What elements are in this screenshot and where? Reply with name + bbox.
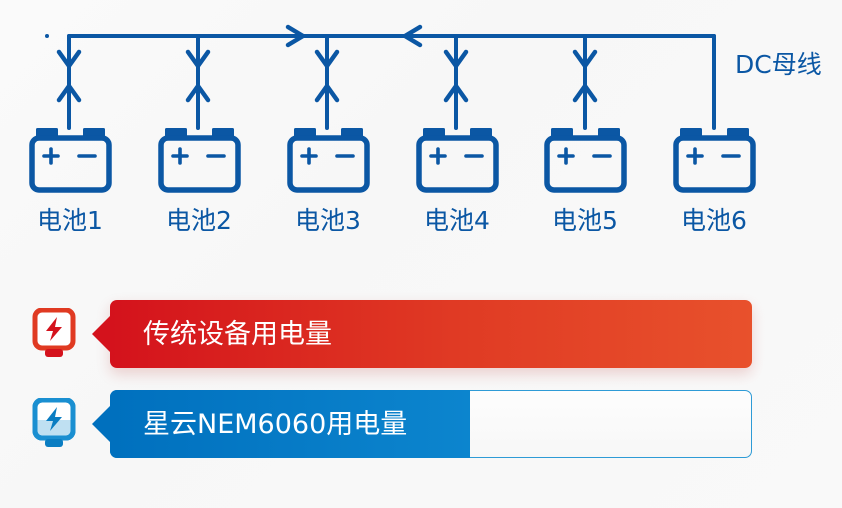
bus-arrow-left-icon: [402, 24, 423, 48]
feeder-arrow-up-3-icon: [314, 83, 340, 103]
dc-bus-label: DC母线: [735, 50, 822, 79]
feeder-arrow-up-2-icon: [185, 83, 211, 103]
battery-symbol-1: [29, 128, 112, 193]
feeder-arrow-down-2-icon: [185, 49, 211, 69]
battery-symbol-4: [416, 128, 499, 193]
battery-body-4: [416, 135, 499, 193]
bus-arrow-right-icon: [285, 24, 306, 48]
dc-bus-diagram: [29, 24, 756, 193]
feeder-arrow-down-5-icon: [572, 49, 598, 69]
bar-fill-traditional[interactable]: 传统设备用电量: [110, 300, 752, 368]
feeder-arrow-up-1-icon: [56, 83, 82, 103]
bar-row-nem6060: 星云NEM6060用电量: [0, 385, 842, 463]
feeder-arrow-down-3-icon: [314, 49, 340, 69]
battery-symbols: [29, 128, 756, 193]
bar-pointer-blue-icon: [92, 404, 112, 444]
battery-body-5: [544, 135, 627, 193]
battery-symbol-3: [287, 128, 370, 193]
battery-label-3: 电池3: [295, 206, 361, 235]
battery-body-3: [287, 135, 370, 193]
bar-label-traditional: 传统设备用电量: [143, 318, 332, 350]
battery-label-4: 电池4: [424, 206, 490, 235]
battery-symbol-6: [673, 128, 756, 193]
battery-symbol-5: [544, 128, 627, 193]
battery-label-5: 电池5: [552, 206, 618, 235]
feeder-arrow-up-5-icon: [572, 83, 598, 103]
battery-body-1: [29, 135, 112, 193]
battery-label-2: 电池2: [166, 206, 232, 235]
bar-fill-nem6060[interactable]: 星云NEM6060用电量: [110, 390, 470, 458]
battery-bolt-red-icon: [32, 307, 76, 360]
feeder-arrow-down-4-icon: [443, 49, 469, 69]
bar-label-nem6060: 星云NEM6060用电量: [143, 408, 408, 440]
battery-bolt-blue-icon: [32, 397, 76, 450]
bar-row-traditional: 传统设备用电量: [0, 295, 842, 373]
battery-symbol-2: [158, 128, 241, 193]
battery-label-6: 电池6: [681, 206, 747, 235]
battery-label-1: 电池1: [37, 206, 103, 235]
bar-pointer-red-icon: [92, 314, 112, 354]
feeder-arrow-down-1-icon: [56, 49, 82, 69]
battery-body-6: [673, 135, 756, 193]
feeder-arrow-up-4-icon: [443, 83, 469, 103]
battery-body-2: [158, 135, 241, 193]
